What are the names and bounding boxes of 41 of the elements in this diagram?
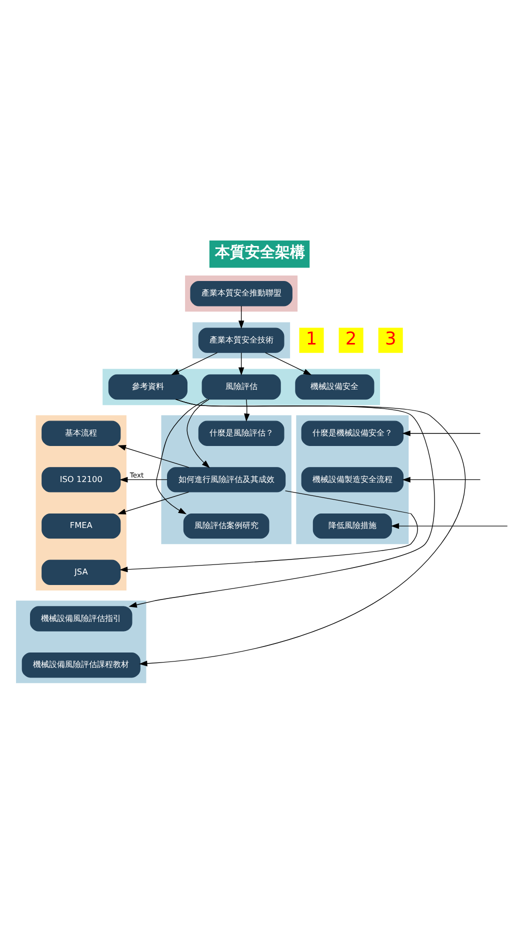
node-box: 如何進行風險評估及其成效 — [167, 466, 286, 492]
node-box: 什麼是風險評估？ — [198, 420, 284, 446]
arrow — [238, 305, 244, 328]
arrow — [244, 398, 250, 422]
node-box: 機械設備風險評估課程教材 — [22, 652, 140, 678]
node-box: 產業本質安全技術 — [198, 327, 284, 352]
cluster — [185, 275, 298, 312]
arrow — [390, 522, 508, 528]
arrow — [118, 444, 190, 468]
arrow — [119, 490, 418, 572]
label: 2 — [345, 329, 357, 350]
node-box: 機械設備風險評估指引 — [30, 606, 132, 631]
node-box: 機械設備製造安全流程 — [301, 466, 404, 492]
arrow — [128, 398, 435, 608]
arrow — [265, 352, 312, 375]
arrow — [186, 398, 210, 468]
arrow — [156, 398, 208, 514]
arrow — [402, 430, 481, 436]
node-box: 機械設備安全 — [295, 374, 374, 400]
node-box: 產業本質安全推動聯盟 — [190, 280, 292, 306]
node-box: 降低風險措施 — [312, 512, 392, 538]
node-box: JSA — [42, 559, 121, 584]
node-box: 基本流程 — [42, 420, 121, 446]
node-box: 風險評估案例研究 — [183, 512, 270, 538]
diagram-title: 本質安全架構 — [215, 242, 306, 261]
arrow — [170, 352, 218, 375]
arrow — [139, 398, 466, 666]
cluster — [161, 414, 292, 544]
arrow — [238, 352, 244, 376]
label: 3 — [384, 329, 396, 350]
node-box: 什麼是機械設備安全？ — [301, 420, 404, 446]
node-box: 參考資料 — [108, 374, 188, 400]
label: 1 — [306, 329, 318, 350]
node-box: FMEA — [42, 512, 121, 538]
arrow — [120, 476, 168, 482]
cluster — [192, 322, 290, 358]
cluster — [296, 414, 409, 544]
arrow — [118, 491, 190, 514]
node-box: 風險評估 — [202, 374, 281, 400]
arrow — [402, 476, 481, 482]
node-box: ISO 12100 — [42, 466, 121, 492]
